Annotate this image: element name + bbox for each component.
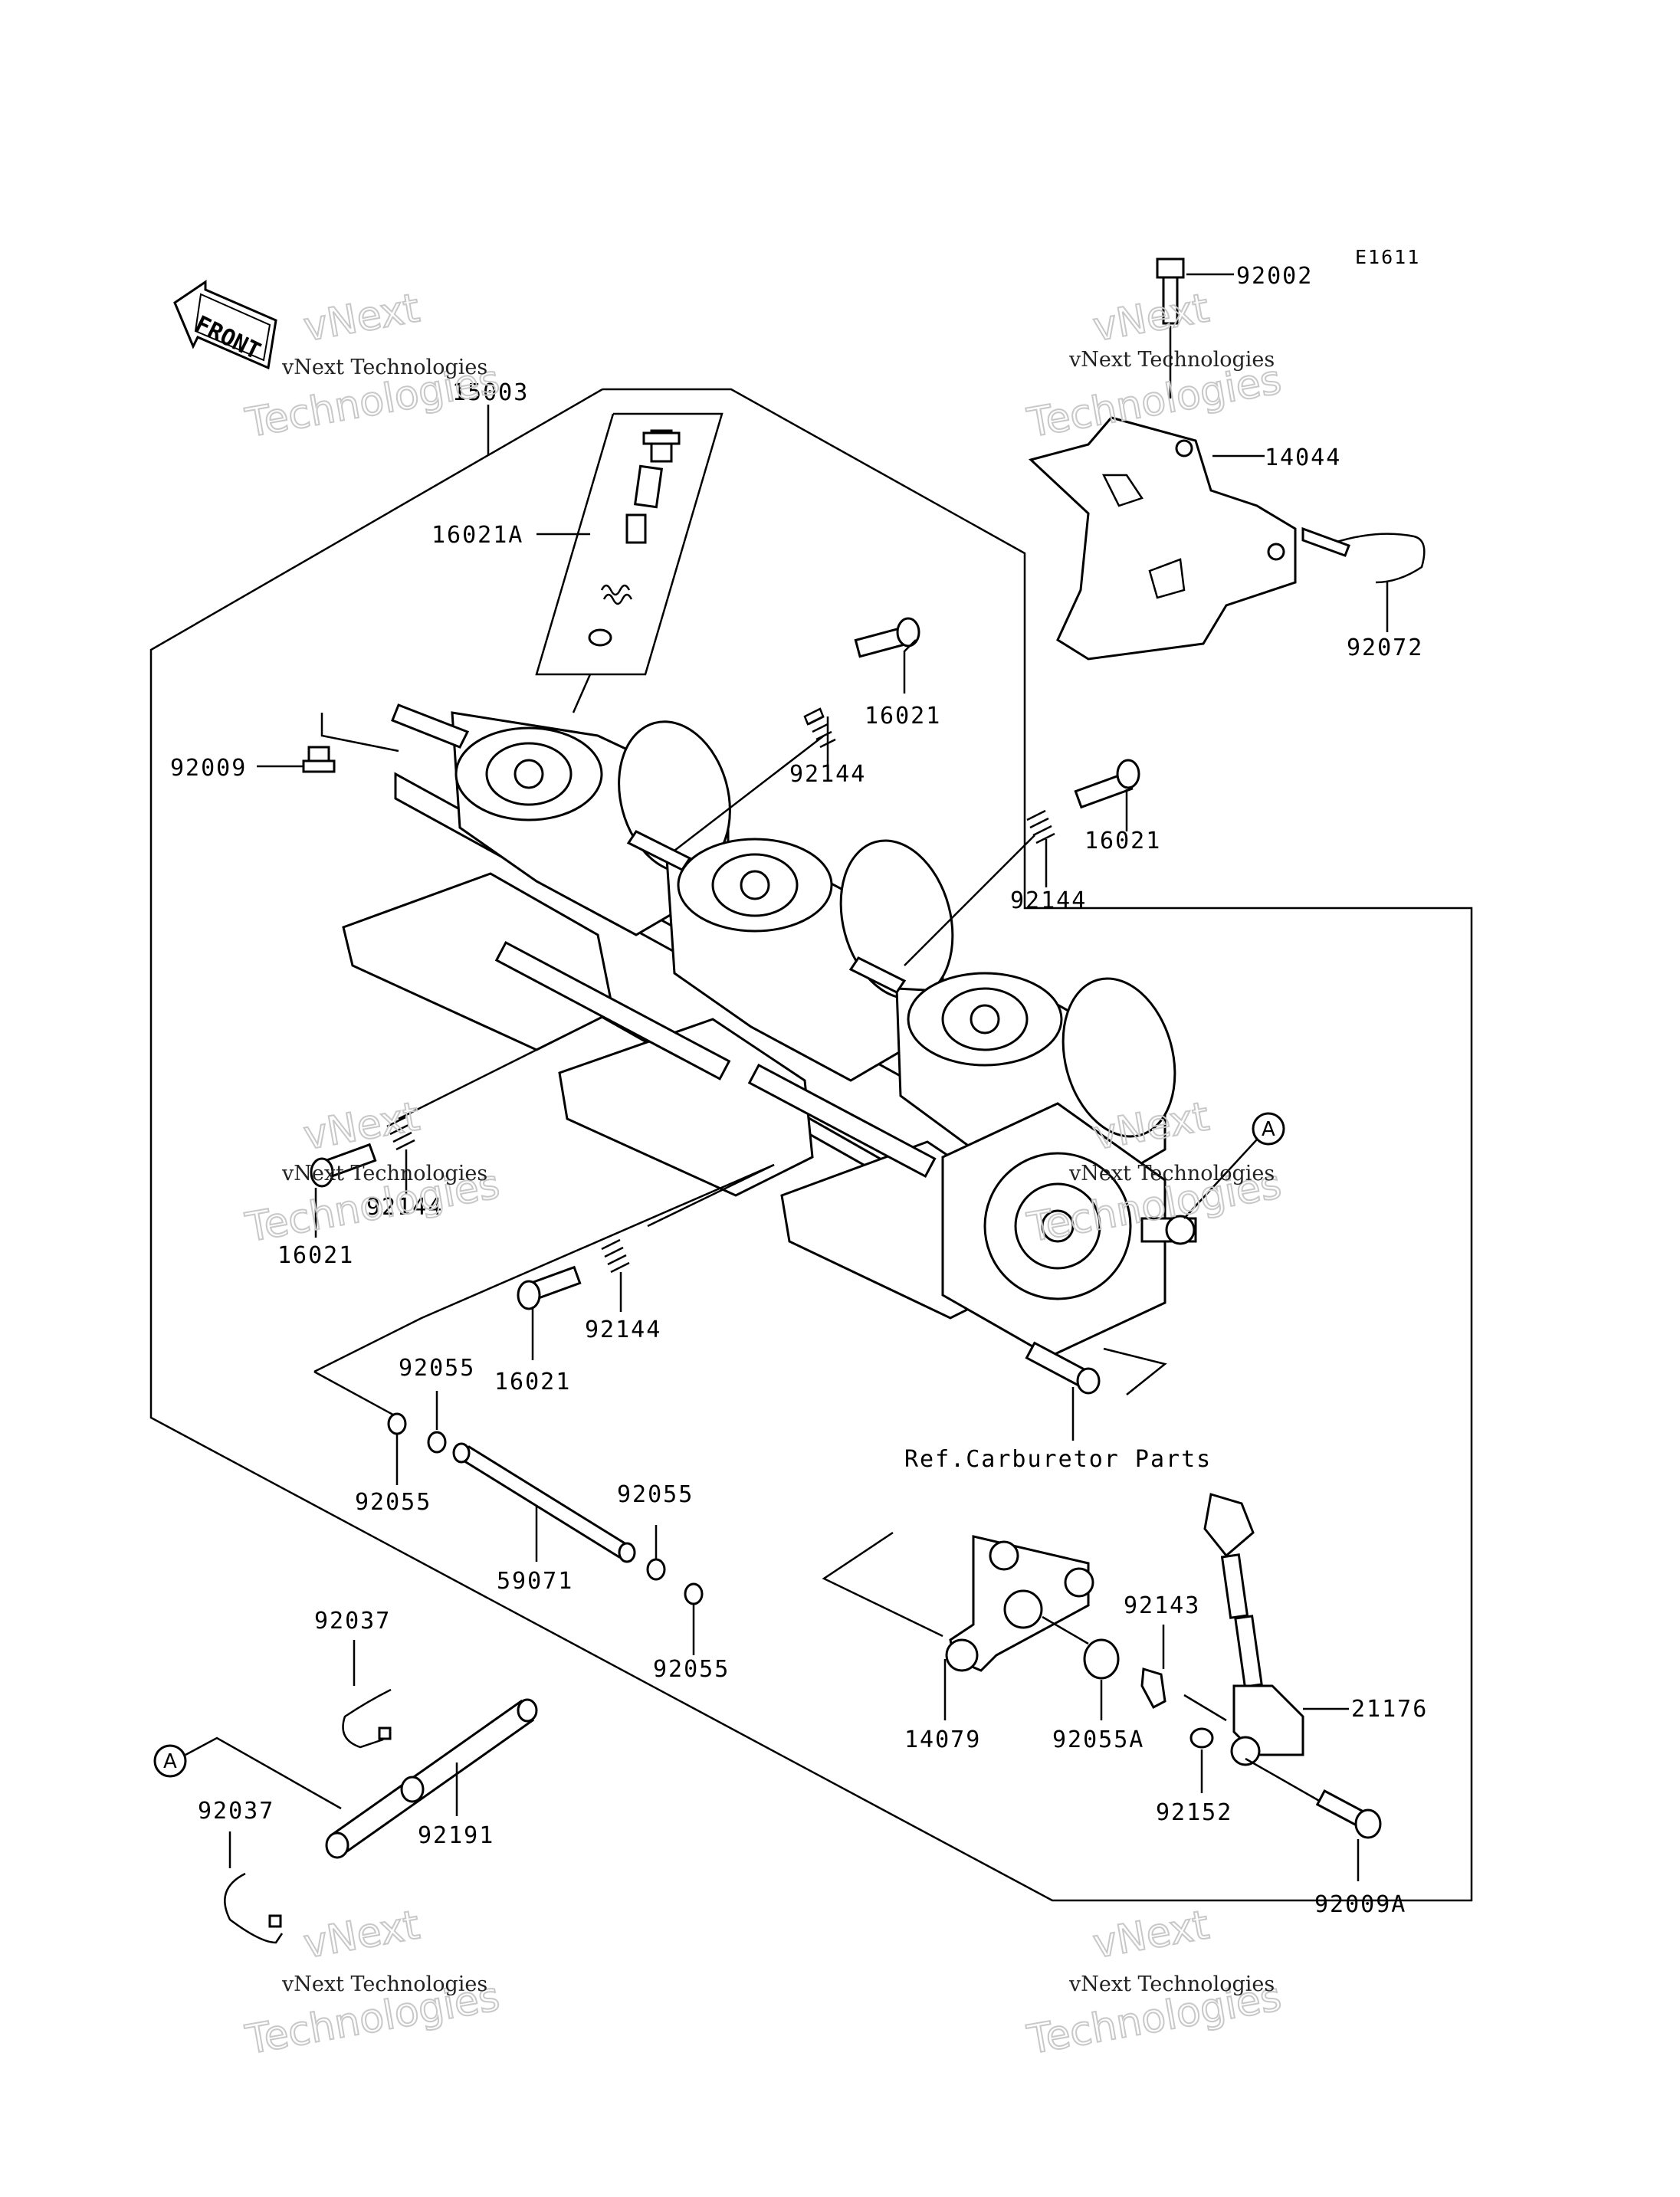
label-92152: 92152 [1156,1799,1232,1826]
label-92055A: 92055A [1052,1726,1144,1753]
svg-text:vNext Technologies: vNext Technologies [1068,1162,1275,1185]
band-92072 [1329,533,1426,584]
callout-a-left-letter: A [163,1750,177,1773]
label-21176: 21176 [1351,1696,1428,1723]
label-92144-a: 92144 [789,761,866,788]
clamp-92037-a [342,1688,392,1749]
svg-text:vNext: vNext [300,1094,423,1159]
label-14044: 14044 [1265,444,1341,471]
label-92002: 92002 [1236,263,1313,290]
svg-text:vNext Technologies: vNext Technologies [1068,348,1275,372]
screw-16021-top [854,617,920,658]
svg-text:vNext Technologies: vNext Technologies [281,1972,487,1996]
label-92055-d: 92055 [653,1656,730,1683]
label-92143: 92143 [1124,1592,1200,1619]
oring-92055-b [427,1431,447,1454]
label-92072: 92072 [1347,635,1423,661]
watermark-top-left: vNext Technologies vNext Technologies [241,284,504,448]
carburetor-assembly [342,703,1197,1358]
assembly-outline [149,388,1473,1902]
clip-92143 [1140,1667,1166,1710]
screw-92009 [302,746,336,773]
svg-text:vNext: vNext [300,285,423,350]
label-92037-b: 92037 [198,1798,274,1825]
label-92144-c: 92144 [366,1194,443,1221]
bracket-14079 [945,1535,1094,1672]
callout-a-left [153,1744,187,1778]
label-14079: 14079 [904,1726,981,1753]
label-16021-c: 16021 [277,1242,354,1269]
label-16021-d: 16021 [494,1369,571,1395]
callout-a-right [1252,1112,1285,1146]
label-92009: 92009 [170,755,247,782]
label-92055-a: 92055 [355,1489,431,1516]
front-arrow-icon: FRONT [173,280,277,370]
oring-92055A [1083,1638,1120,1680]
svg-text:vNext Technologies: vNext Technologies [281,1162,487,1185]
svg-text:vNext Technologies: vNext Technologies [281,356,487,379]
bolt-92002 [1156,257,1185,325]
watermark-bottom-right: vNext Technologies vNext Technologies [1023,1901,1285,2064]
watermark-mid-left: vNext Technologies vNext Technologies [241,1093,504,1252]
label-16021A: 16021A [431,522,523,549]
svg-text:vNext: vNext [1090,285,1212,350]
bracket-14044 [1028,416,1297,661]
label-92037-a: 92037 [314,1608,391,1635]
oring-92055-c [646,1558,666,1581]
label-92009A: 92009A [1314,1891,1406,1918]
oring-92055-a [387,1412,407,1435]
screw-92009A [1315,1789,1382,1839]
oring-92055-d [684,1582,704,1605]
screw-16021-center [517,1265,582,1310]
label-92055-b: 92055 [399,1355,475,1382]
label-15003: 15003 [452,379,529,406]
ref-carburetor-note: Ref.Carburetor Parts [904,1446,1212,1473]
bolt-ref-carb [1025,1341,1101,1395]
label-92191: 92191 [418,1822,494,1849]
pilot-screw-kit [588,429,681,647]
hose-92191 [325,1698,538,1859]
label-16021-a: 16021 [865,703,941,730]
svg-text:vNext Technologies: vNext Technologies [1068,1972,1275,1996]
label-92055-c: 92055 [617,1481,694,1508]
washer-92152 [1189,1727,1214,1749]
label-92144-b: 92144 [1010,887,1087,914]
label-92144-d: 92144 [585,1317,661,1343]
callout-a-right-letter: A [1262,1118,1275,1141]
pipe-59071 [452,1442,636,1563]
svg-text:vNext: vNext [1090,1902,1212,1967]
screw-16021-second [1074,759,1140,809]
watermark-top-right: vNext Technologies vNext Technologies [1023,284,1285,448]
label-59071: 59071 [497,1568,573,1595]
svg-text:vNext: vNext [300,1902,423,1967]
clamp-92037-b [224,1872,284,1944]
diagram-code: E1611 [1355,246,1420,268]
lever-21176 [1203,1493,1304,1766]
screw-16021-left [310,1143,377,1188]
label-16021-b: 16021 [1084,828,1161,854]
